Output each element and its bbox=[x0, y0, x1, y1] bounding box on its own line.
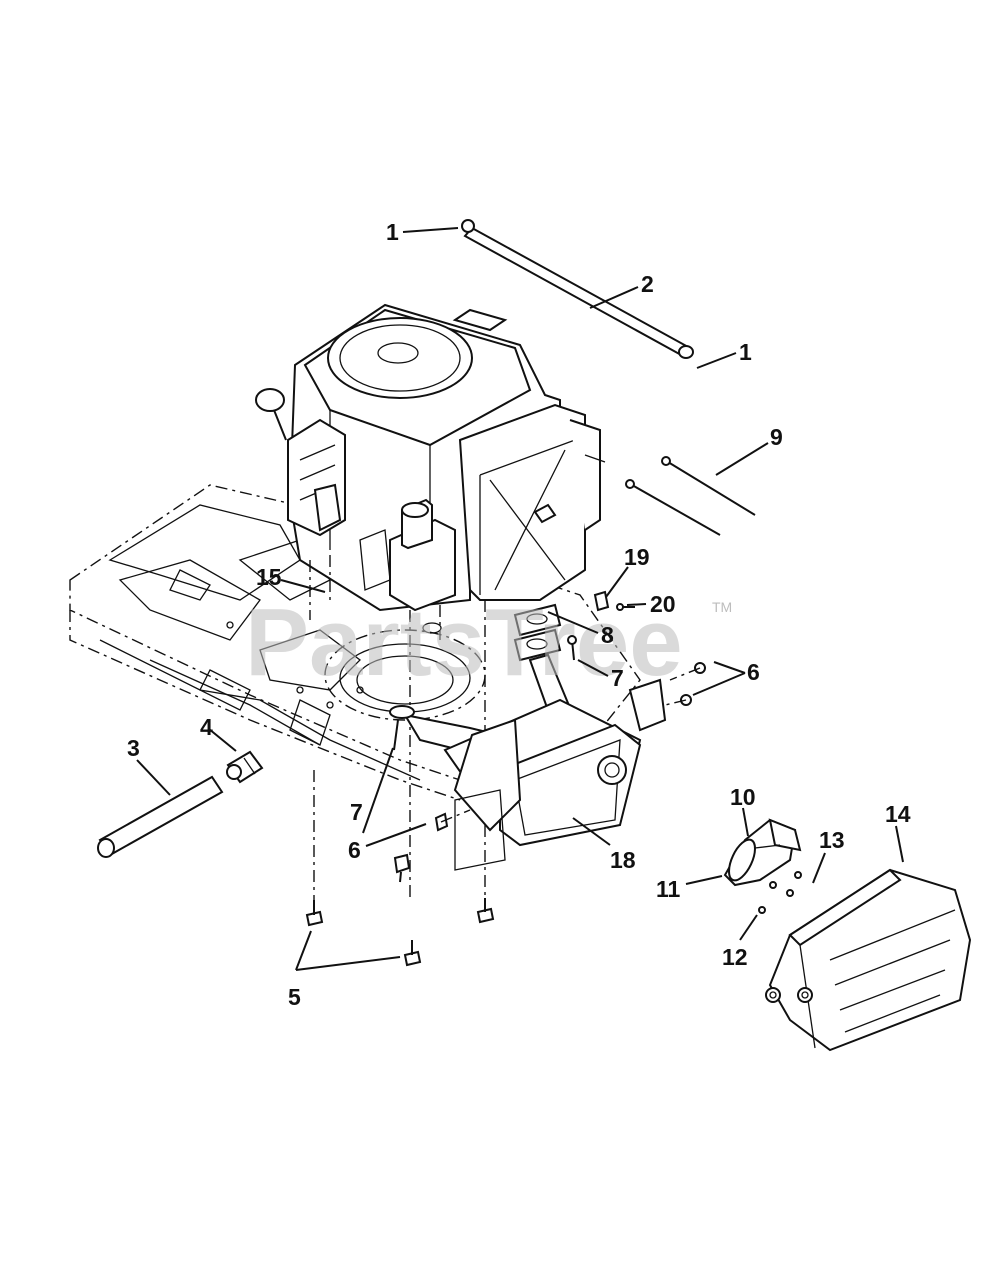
studs bbox=[393, 635, 577, 751]
callout-4: 4 bbox=[200, 714, 213, 740]
callout-8: 8 bbox=[601, 622, 614, 648]
callout-7-lower: 7 bbox=[350, 799, 363, 825]
heat-shield bbox=[765, 868, 972, 1052]
leader-lines bbox=[136, 227, 904, 971]
svg-text:TM: TM bbox=[712, 599, 732, 615]
callout-1-right: 1 bbox=[739, 339, 752, 365]
muffler bbox=[389, 653, 667, 871]
callout-19: 19 bbox=[624, 544, 650, 570]
callout-10: 10 bbox=[730, 784, 756, 810]
callout-6-right: 6 bbox=[747, 659, 760, 685]
watermark: PartsTree TM bbox=[245, 589, 732, 696]
callout-2: 2 bbox=[641, 271, 654, 297]
callout-20: 20 bbox=[650, 591, 676, 617]
callout-18: 18 bbox=[610, 847, 636, 873]
spark-deflector bbox=[723, 818, 802, 914]
long-bolts bbox=[625, 456, 756, 536]
callout-13: 13 bbox=[819, 827, 845, 853]
fitting bbox=[226, 750, 264, 784]
hose bbox=[97, 775, 224, 858]
callout-14: 14 bbox=[885, 801, 911, 827]
callout-1-top: 1 bbox=[386, 219, 399, 245]
callout-15: 15 bbox=[256, 564, 282, 590]
callout-6-lower: 6 bbox=[348, 837, 361, 863]
callout-3: 3 bbox=[127, 735, 140, 761]
muffler-bolts-right bbox=[664, 662, 706, 706]
callout-12: 12 bbox=[722, 944, 748, 970]
spacer-rod bbox=[461, 219, 694, 359]
clip-and-screw bbox=[593, 590, 635, 612]
mounting-bolts bbox=[305, 770, 495, 967]
callout-9: 9 bbox=[770, 424, 783, 450]
muffler-bolts-lower bbox=[393, 809, 471, 883]
callout-11: 11 bbox=[656, 876, 681, 902]
callout-5: 5 bbox=[288, 984, 301, 1010]
svg-text:PartsTree: PartsTree bbox=[245, 589, 683, 696]
callout-7-upper: 7 bbox=[611, 665, 624, 691]
engine bbox=[255, 303, 606, 900]
callout-labels: 1 2 1 9 19 20 15 8 7 6 4 3 7 6 18 10 13 … bbox=[127, 219, 911, 1010]
